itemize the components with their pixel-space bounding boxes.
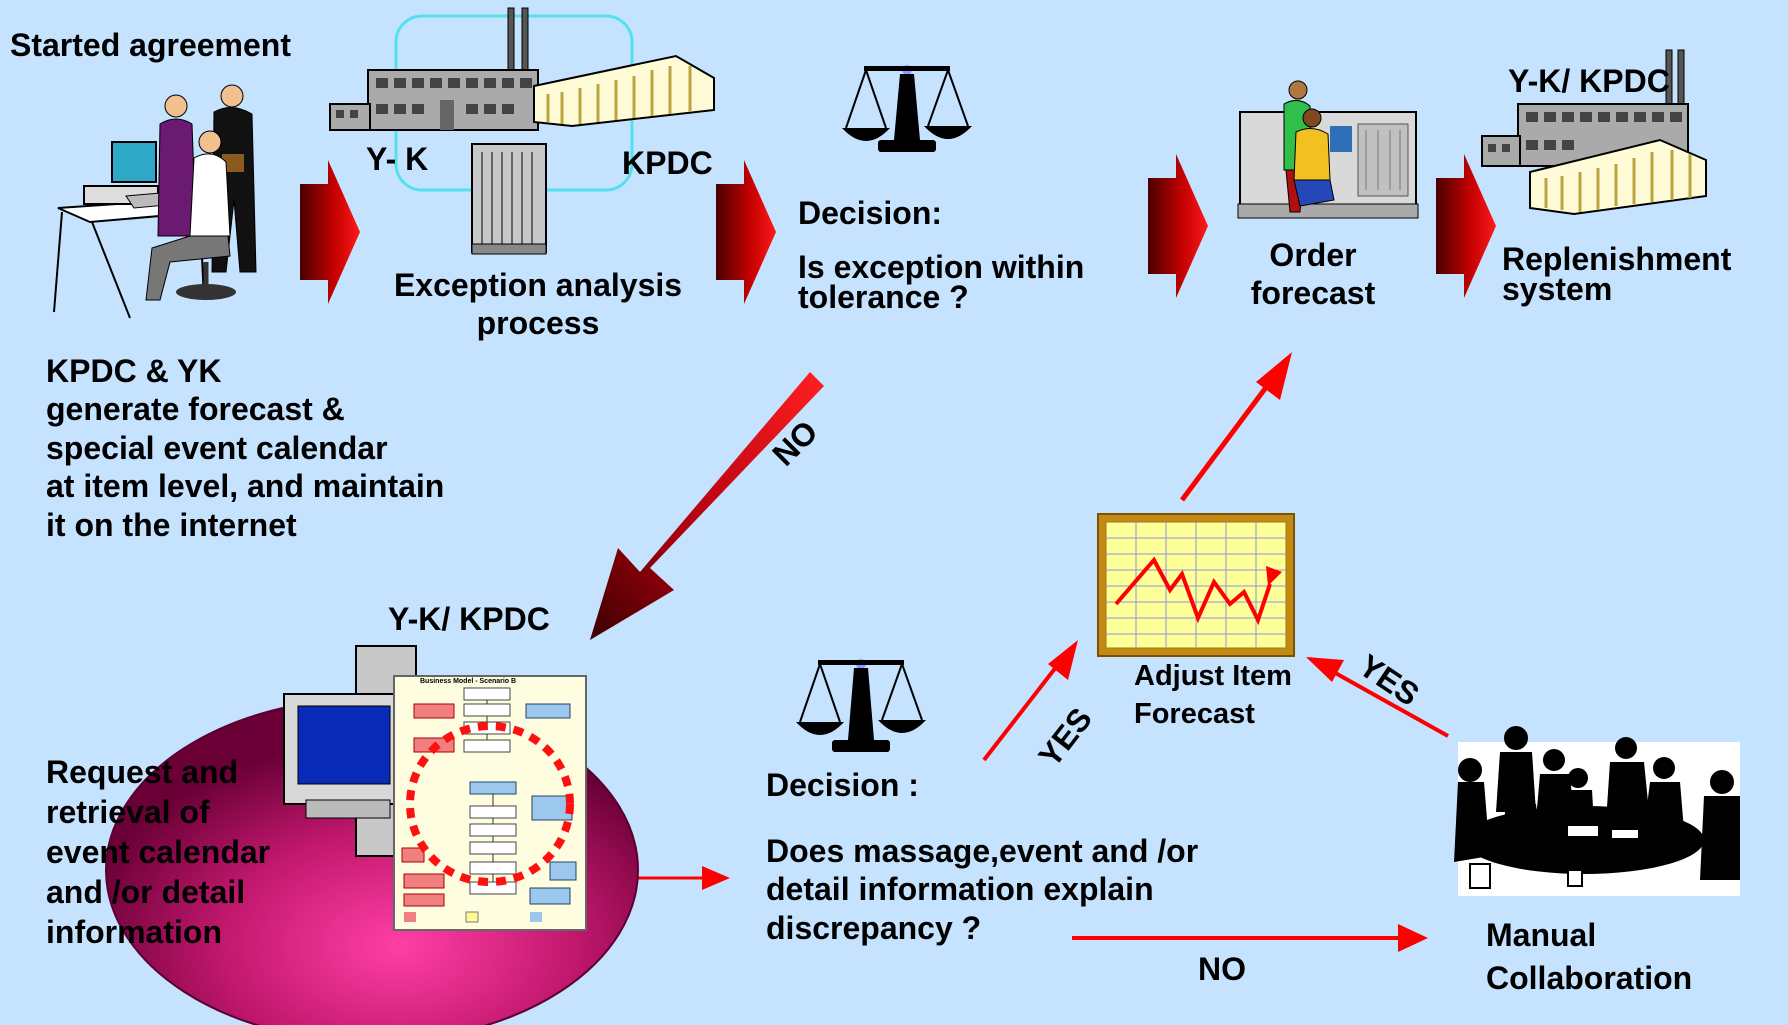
yk-kpdc-facility-illustration bbox=[329, 7, 715, 255]
no-diagonal-arrow bbox=[590, 372, 824, 640]
meeting-illustration bbox=[1454, 726, 1740, 896]
adjust-item-forecast-label: Adjust Item Forecast bbox=[1134, 660, 1292, 730]
manual-collaboration-label: Manual Collaboration bbox=[1486, 917, 1693, 997]
generate-forecast-text: KPDC & YK generate forecast & special ev… bbox=[46, 353, 445, 543]
yk-label: Y- K bbox=[366, 141, 429, 177]
business-model-title: Business Model - Scenario B bbox=[420, 678, 517, 685]
office-workers-illustration bbox=[53, 84, 257, 319]
yk-kpdc-middle-label: Y-K/ KPDC bbox=[388, 601, 550, 637]
request-retrieval-text: Request and retrieval of event calendar … bbox=[46, 754, 271, 950]
arrow-yes-left bbox=[982, 640, 1078, 762]
flow-block-arrow-2 bbox=[716, 160, 776, 304]
no-bottom-label: NO bbox=[1198, 951, 1246, 987]
arrow-no-bottom bbox=[1072, 924, 1428, 952]
decision-2-question: Does massage,event and /or detail inform… bbox=[766, 833, 1199, 946]
kpdc-label: KPDC bbox=[622, 145, 713, 181]
exception-process-label: Exception analysis process bbox=[393, 267, 683, 342]
flow-block-arrow-3 bbox=[1148, 154, 1208, 298]
decision-1-question: Is exception within tolerance ? bbox=[798, 249, 1085, 316]
arrow-to-order-forecast bbox=[1179, 352, 1292, 502]
flow-block-arrow-1 bbox=[300, 160, 360, 304]
arrow-to-decision2 bbox=[634, 866, 730, 890]
replenishment-factory-illustration bbox=[1481, 49, 1707, 216]
yk-kpdc-top-label: Y-K/ KPDC bbox=[1508, 63, 1670, 99]
scales-icon-decision-2 bbox=[796, 659, 926, 752]
order-forecast-operators-illustration bbox=[1237, 80, 1419, 219]
business-model-document bbox=[393, 675, 587, 931]
decision-1-title: Decision: bbox=[798, 195, 943, 231]
decision-2-title: Decision : bbox=[766, 767, 919, 803]
flow-block-arrow-4 bbox=[1436, 154, 1496, 298]
order-forecast-label: Order forecast bbox=[1250, 237, 1376, 312]
arrow-yes-right bbox=[1306, 657, 1449, 738]
replenishment-system-label: Replenishment system bbox=[1502, 241, 1732, 308]
started-agreement-label: Started agreement bbox=[10, 27, 291, 63]
scales-icon-decision-1 bbox=[842, 65, 972, 152]
forecast-chart-icon bbox=[1097, 513, 1295, 657]
